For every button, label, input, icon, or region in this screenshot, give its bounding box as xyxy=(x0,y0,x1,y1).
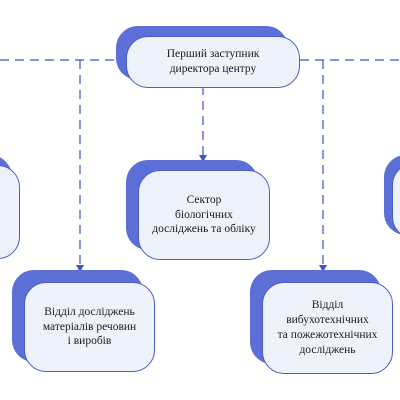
node-explosive-fire-department: Відділ вибухотехнічних та пожежотехнічни… xyxy=(250,270,393,374)
node-left-partial xyxy=(0,155,22,261)
arrowhead-bio xyxy=(199,155,207,162)
node-bio-sector-label: Сектор біологічних досліджень та обліку xyxy=(138,170,270,260)
node-materials-department-label: Відділ досліджень матеріалів речовин і в… xyxy=(24,282,155,372)
node-bio-sector: Сектор біологічних досліджень та обліку xyxy=(126,160,270,260)
node-first-deputy-director-label: Перший заступник директора центру xyxy=(126,36,300,88)
arrowhead-materials xyxy=(76,265,84,272)
node-explosive-fire-department-label: Відділ вибухотехнічних та пожежотехнічни… xyxy=(262,282,393,374)
node-first-deputy-director: Перший заступник директора центру xyxy=(116,26,300,88)
node-right-partial xyxy=(384,155,400,243)
node-materials-department: Відділ досліджень матеріалів речовин і в… xyxy=(12,270,155,372)
arrowhead-explosive xyxy=(319,265,327,272)
